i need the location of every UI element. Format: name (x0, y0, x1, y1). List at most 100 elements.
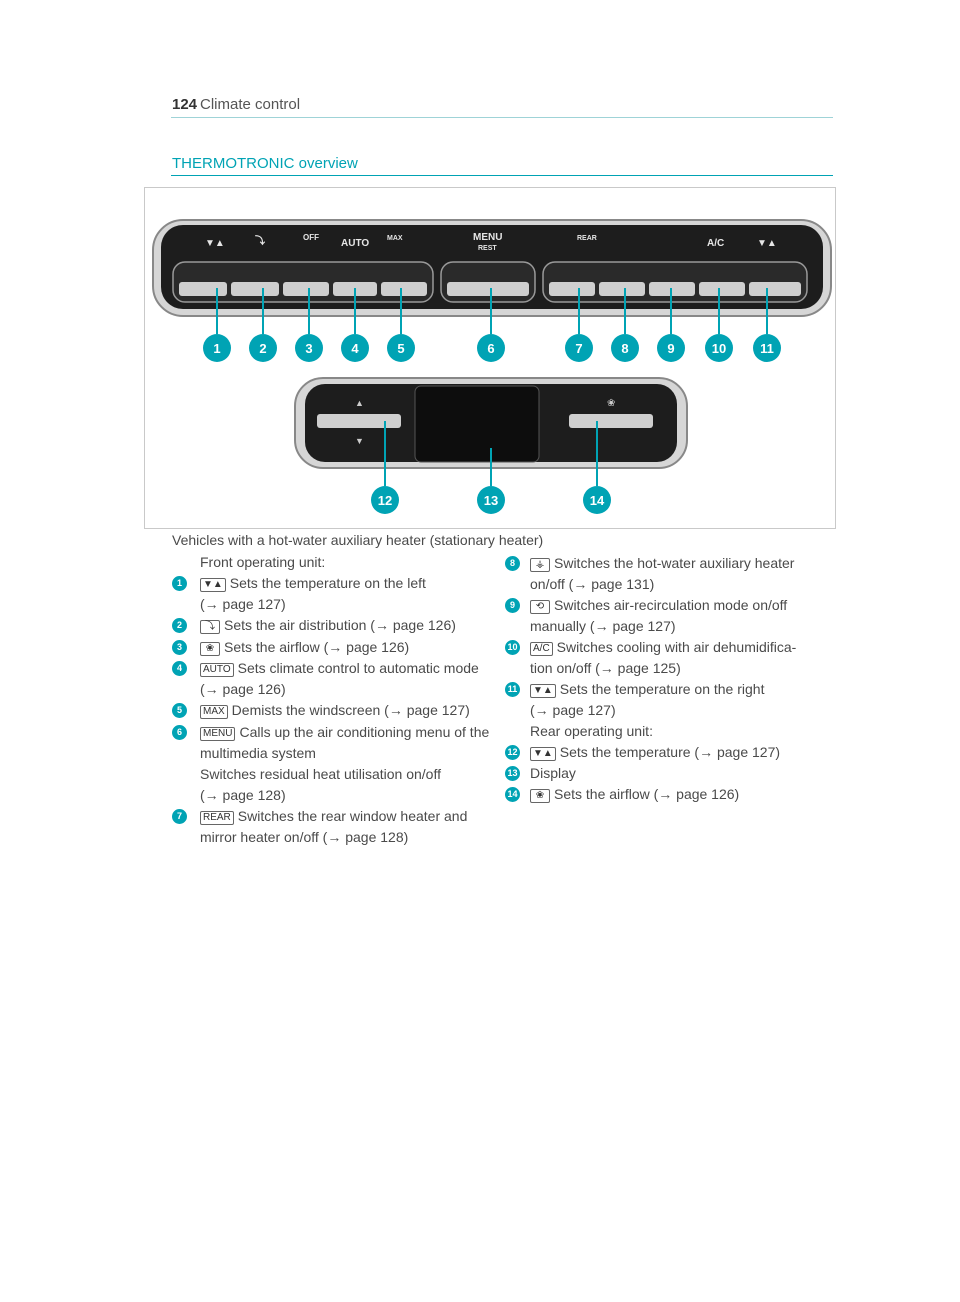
page-number: 124 (172, 96, 198, 113)
callout-badge: 6 (172, 725, 187, 740)
list-item-line: mirror heater on/off (→ page 128) (200, 829, 409, 845)
callout-badge: 5 (172, 703, 187, 718)
list-item-line: manually (→ page 127) (530, 618, 676, 634)
list-item: Display (530, 765, 576, 781)
callout-number: 1 (213, 341, 220, 356)
callout-badge: 14 (505, 787, 520, 802)
callout-circle (753, 334, 781, 362)
callout-number: 9 (667, 341, 674, 356)
header-divider (171, 117, 833, 118)
section-title: THERMOTRONIC overview (172, 155, 358, 172)
list-item-line: Switches residual heat utilisation on/of… (200, 766, 441, 782)
svg-text:A/C: A/C (707, 238, 724, 249)
front-keys (179, 282, 801, 296)
callout-number: 13 (484, 493, 498, 508)
list-item: ▼▲Sets the temperature on the right (530, 679, 764, 700)
control-panel-figure: ▼▲ ⤵ OFF AUTO MAX MENU REST REAR A/C ▼▲ … (144, 187, 836, 529)
callout-number: 10 (712, 341, 726, 356)
callout-circle (583, 486, 611, 514)
callout-badge: 4 (172, 661, 187, 676)
rear-display (414, 385, 540, 463)
list-item-line: (→ page 127) (530, 702, 616, 718)
callout-circle (295, 334, 323, 362)
callout-number: 11 (760, 341, 774, 356)
callout-badge: 12 (505, 745, 520, 760)
callout-circle (657, 334, 685, 362)
callout-circle (387, 334, 415, 362)
list-item: ⟲Switches air-recirculation mode on/off (530, 595, 787, 616)
list-item: ▼▲Sets the temperature on the left (200, 573, 426, 594)
callout-circle (341, 334, 369, 362)
chapter-title: Climate control (200, 96, 301, 113)
callout-circle (477, 334, 505, 362)
callout-badge: 11 (505, 682, 520, 697)
front-key-labels: ▼▲ ⤵ OFF AUTO MAX MENU REST REAR A/C ▼▲ (205, 232, 777, 252)
air-distribution-icon: ⤵ (200, 620, 220, 634)
callout-circle (477, 486, 505, 514)
callout-number: 5 (397, 341, 404, 356)
list-item-line: tion on/off (→ page 125) (530, 660, 681, 676)
section-divider (171, 175, 833, 176)
air-recirculation-icon: ⟲ (530, 600, 550, 614)
temperature-arrows-icon: ▼▲ (200, 578, 226, 592)
list-item: ⚶Switches the hot-water auxiliary heater (530, 553, 794, 574)
svg-text:REST: REST (478, 245, 497, 252)
list-item: ❀Sets the airflow (→ page 126) (530, 784, 739, 805)
ac-icon: A/C (530, 642, 553, 656)
svg-text:MAX: MAX (387, 235, 403, 242)
callout-circle (249, 334, 277, 362)
callout-circle (565, 334, 593, 362)
rear-unit-heading: Rear operating unit: (530, 723, 653, 739)
callout-number: 2 (259, 341, 266, 356)
control-panel-illustration: ▼▲ ⤵ OFF AUTO MAX MENU REST REAR A/C ▼▲ … (152, 219, 832, 514)
svg-text:MENU: MENU (473, 232, 502, 243)
callout-badge: 13 (505, 766, 520, 781)
auxiliary-heater-icon: ⚶ (530, 558, 550, 572)
menu-rest-icon: MENU (200, 727, 236, 741)
callout-number: 4 (351, 341, 359, 356)
list-item: ⤵Sets the air distribution (→ page 126) (200, 615, 456, 636)
list-item-line: multimedia system (200, 745, 316, 761)
fan-icon: ❀ (530, 789, 550, 803)
callout-circle (611, 334, 639, 362)
callout-number: 12 (378, 493, 392, 508)
callout-badge: 8 (505, 556, 520, 571)
callout-badge: 3 (172, 640, 187, 655)
temperature-arrows-icon: ▼▲ (530, 747, 556, 761)
callout-badge: 7 (172, 809, 187, 824)
callout-badge: 10 (505, 640, 520, 655)
list-item: ❀Sets the airflow (→ page 126) (200, 637, 409, 658)
callout-badge: 9 (505, 598, 520, 613)
temperature-arrows-icon: ▼▲ (530, 684, 556, 698)
svg-text:▼: ▼ (355, 436, 364, 446)
list-item-line: (→ page 126) (200, 681, 286, 697)
intro-text: Vehicles with a hot-water auxiliary heat… (172, 532, 544, 548)
callout-circle (705, 334, 733, 362)
svg-text:▼▲: ▼▲ (757, 238, 777, 249)
callout-badge: 1 (172, 576, 187, 591)
fan-icon: ❀ (200, 642, 220, 656)
svg-text:▼▲: ▼▲ (205, 238, 225, 249)
callout-number: 3 (305, 341, 312, 356)
svg-text:REAR: REAR (577, 235, 597, 242)
callout-number: 6 (487, 341, 494, 356)
svg-text:❀: ❀ (607, 398, 615, 409)
windscreen-demist-icon: MAX (200, 705, 228, 719)
auto-icon: AUTO (200, 663, 234, 677)
callout-circle (371, 486, 399, 514)
front-unit-heading: Front operating unit: (200, 554, 326, 570)
callout-badge: 2 (172, 618, 187, 633)
callout-number: 8 (621, 341, 628, 356)
list-item-line: on/off (→ page 131) (530, 576, 655, 592)
svg-text:▲: ▲ (355, 398, 364, 408)
list-item: ▼▲Sets the temperature (→ page 127) (530, 742, 780, 763)
callout-circle (203, 334, 231, 362)
list-item-line: (→ page 127) (200, 596, 286, 612)
svg-text:OFF: OFF (303, 233, 319, 242)
callout-number: 7 (575, 341, 582, 356)
